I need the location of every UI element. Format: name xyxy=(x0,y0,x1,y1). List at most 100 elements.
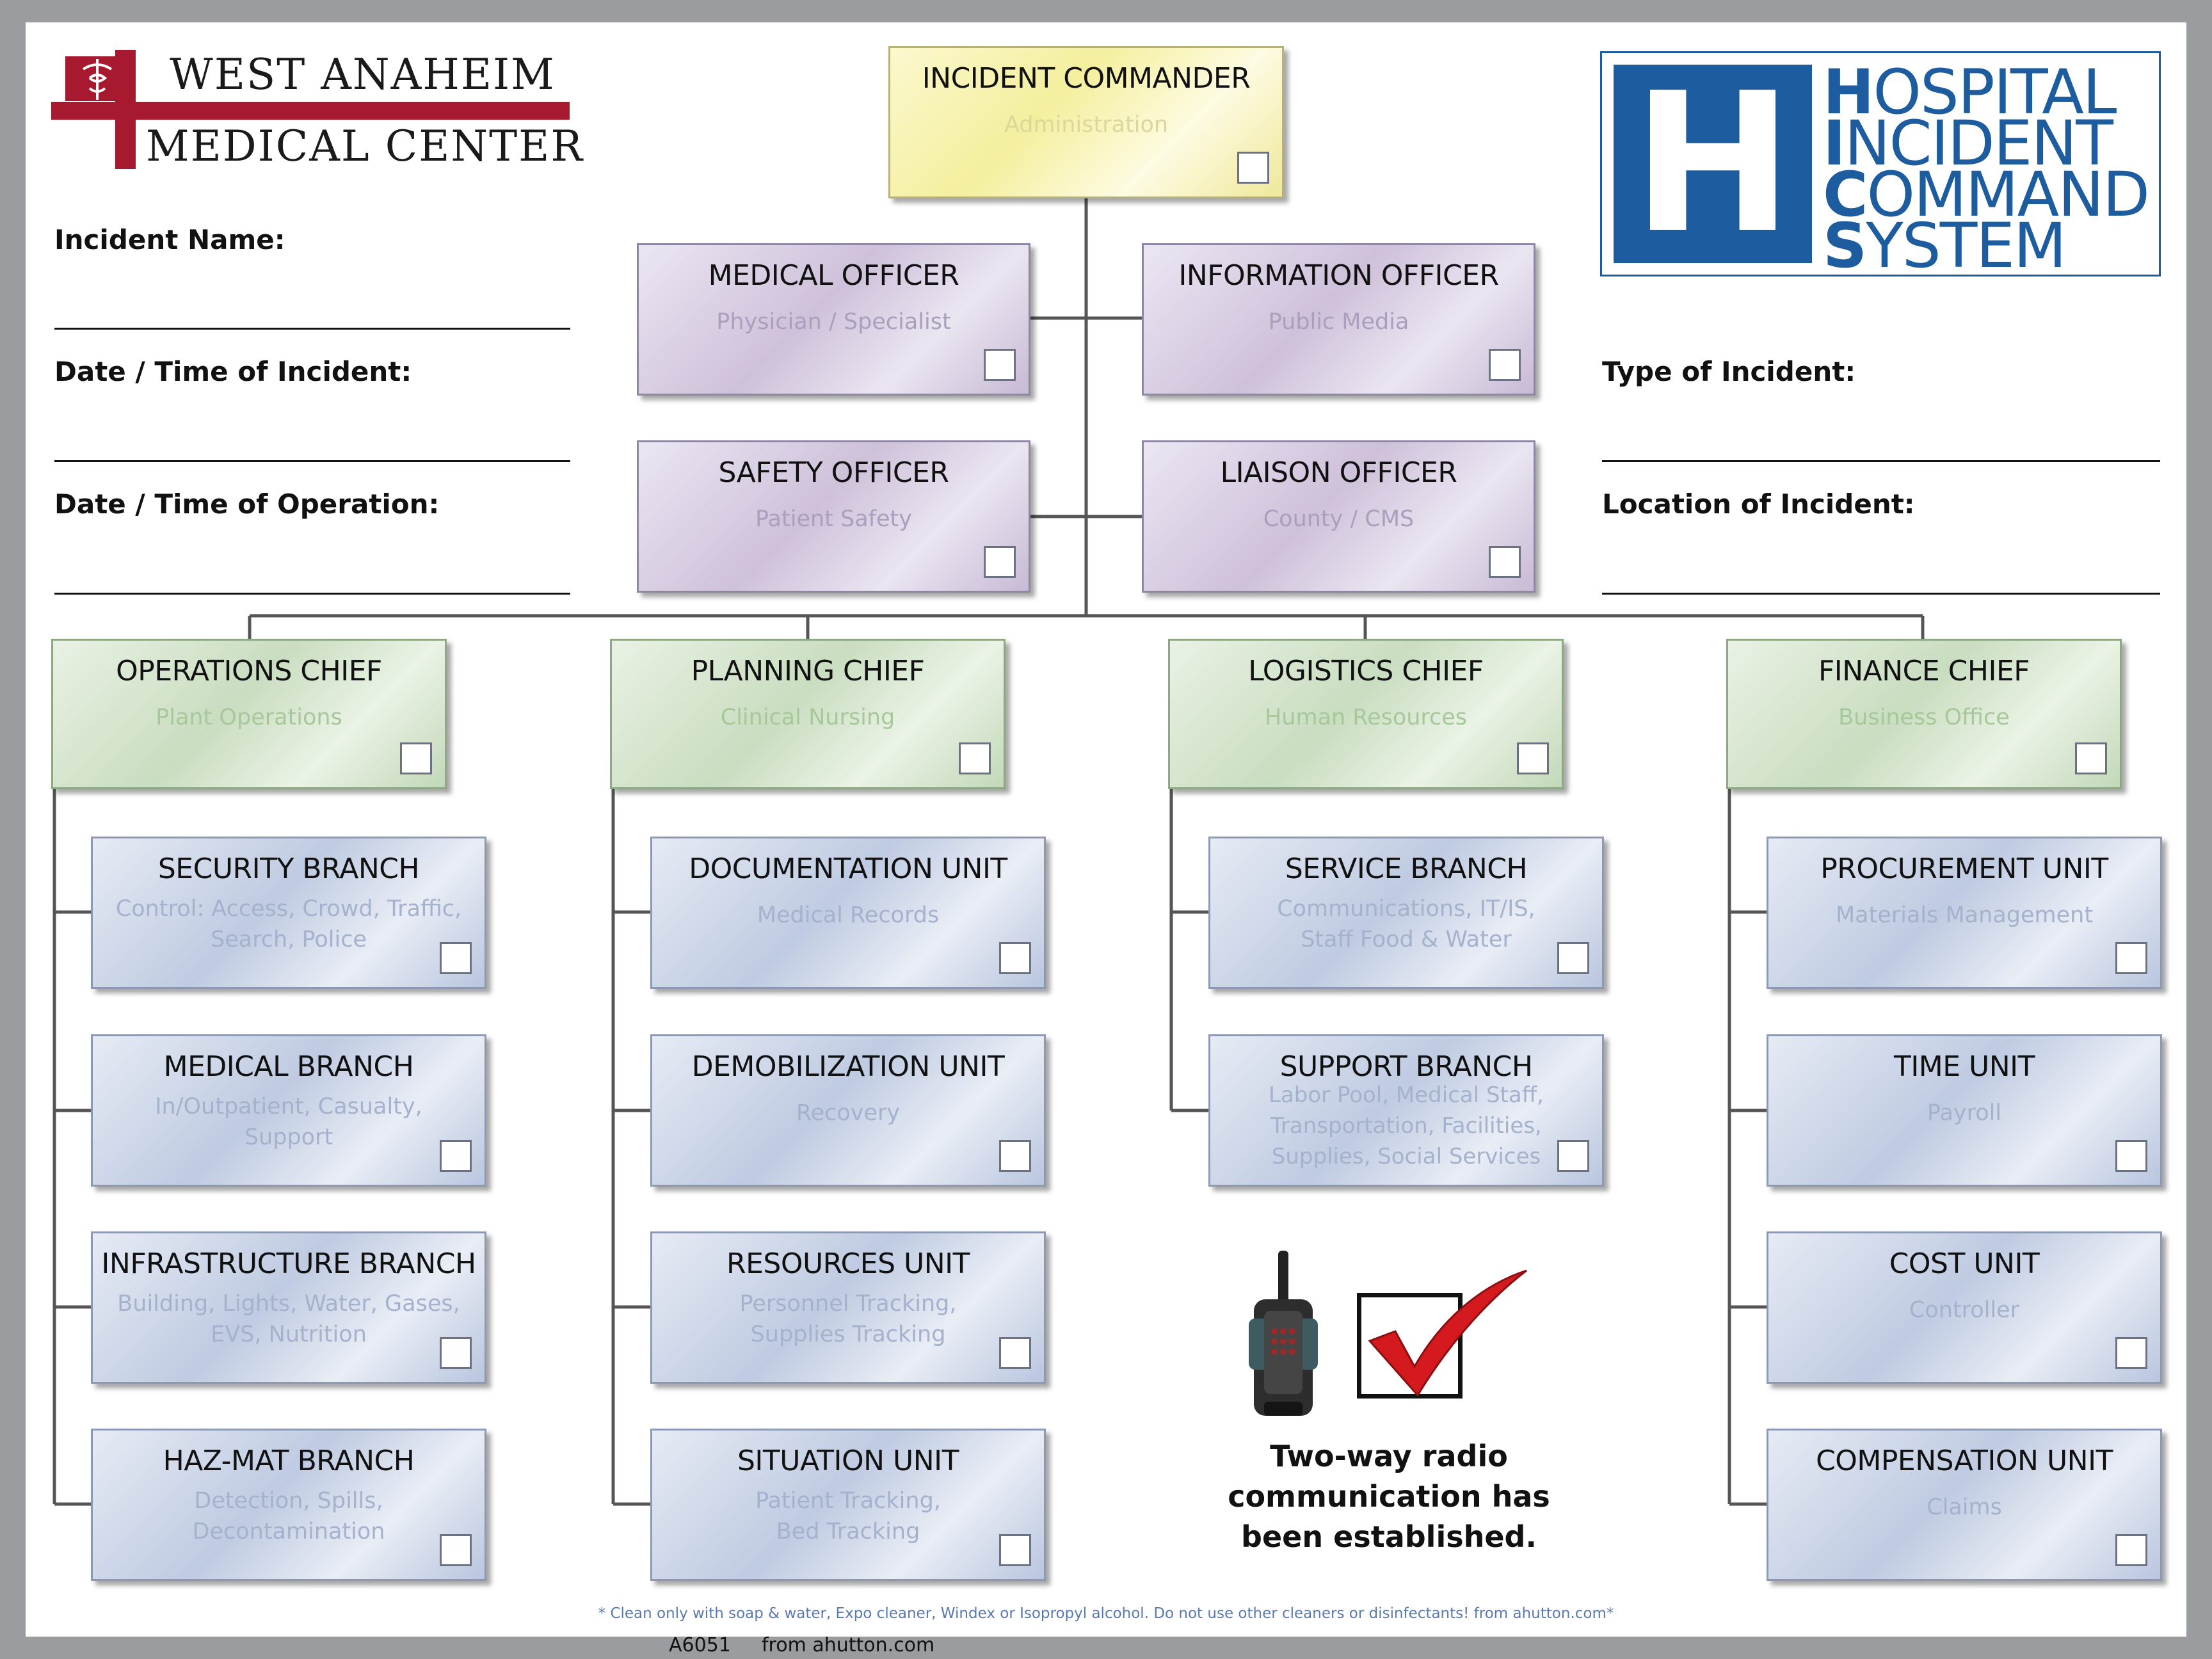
box-subtitle: In/Outpatient, Casualty, Support xyxy=(155,1094,422,1150)
box-subtitle: Medical Records xyxy=(757,902,940,928)
checkbox[interactable] xyxy=(440,1337,472,1369)
situation-unit-box: SITUATION UNIT Patient Tracking, Bed Tra… xyxy=(650,1429,1046,1581)
finance-chief-box: FINANCE CHIEF Business Office xyxy=(1726,639,2122,789)
checkbox[interactable] xyxy=(1237,152,1269,184)
box-subtitle: Clinical Nursing xyxy=(720,705,895,730)
box-title: SERVICE BRANCH xyxy=(1285,853,1528,885)
box-title: MEDICAL BRANCH xyxy=(163,1050,414,1083)
checkbox[interactable] xyxy=(999,1337,1031,1369)
box-subtitle: Recovery xyxy=(796,1100,901,1126)
checkbox[interactable] xyxy=(1557,942,1589,974)
box-title: PLANNING CHIEF xyxy=(691,655,925,687)
box-title: FINANCE CHIEF xyxy=(1818,655,2030,687)
operation-datetime-label: Date / Time of Operation: xyxy=(54,488,440,520)
compensation-unit-box: COMPENSATION UNIT Claims xyxy=(1767,1429,2162,1581)
hics-logo: H xyxy=(1600,51,2161,276)
box-subtitle: Patient Safety xyxy=(755,506,912,532)
source-credit: from ahutton.com xyxy=(762,1634,935,1656)
product-code: A6051 xyxy=(669,1634,731,1656)
hics-letter: H xyxy=(1632,52,1793,275)
org-name-line2: MEDICAL CENTER xyxy=(146,122,584,171)
incident-location-label: Location of Incident: xyxy=(1602,488,1915,520)
checkbox[interactable] xyxy=(2115,1140,2147,1172)
box-title: SAFETY OFFICER xyxy=(718,456,949,489)
incident-datetime-label: Date / Time of Incident: xyxy=(54,356,412,387)
infrastructure-branch-box: INFRASTRUCTURE BRANCH Building, Lights, … xyxy=(91,1231,486,1384)
org-name-line1: WEST ANAHEIM xyxy=(170,50,556,99)
safety-officer-box: SAFETY OFFICER Patient Safety xyxy=(637,440,1030,593)
box-title: INCIDENT COMMANDER xyxy=(922,62,1251,95)
checkbox[interactable] xyxy=(2075,742,2107,774)
box-title: RESOURCES UNIT xyxy=(726,1247,970,1280)
checkbox[interactable] xyxy=(959,742,991,774)
box-title: SECURITY BRANCH xyxy=(157,853,420,885)
checkbox[interactable] xyxy=(999,1534,1031,1566)
operation-datetime-line[interactable] xyxy=(54,593,570,595)
box-subtitle: Claims xyxy=(1927,1495,2002,1520)
medical-officer-box: MEDICAL OFFICER Physician / Specialist xyxy=(637,243,1030,396)
hics-word-4: SYSTEM xyxy=(1823,210,2067,282)
checkbox[interactable] xyxy=(2115,942,2147,974)
box-title: OPERATIONS CHIEF xyxy=(116,655,382,687)
checkbox[interactable] xyxy=(2115,1337,2147,1369)
incident-type-line[interactable] xyxy=(1602,460,2160,462)
box-subtitle: Building, Lights, Water, Gases, EVS, Nut… xyxy=(117,1291,460,1347)
haz-mat-branch-box: HAZ-MAT BRANCH Detection, Spills, Decont… xyxy=(91,1429,486,1581)
planning-chief-box: PLANNING CHIEF Clinical Nursing xyxy=(610,639,1006,789)
medical-cross-logo xyxy=(51,50,570,169)
box-title: MEDICAL OFFICER xyxy=(708,259,959,292)
box-subtitle: Plant Operations xyxy=(156,705,342,730)
checkbox[interactable] xyxy=(999,942,1031,974)
box-subtitle: County / CMS xyxy=(1263,506,1415,532)
box-title: DEMOBILIZATION UNIT xyxy=(691,1050,1005,1083)
box-title: LIAISON OFFICER xyxy=(1220,456,1457,489)
checkmark-icon xyxy=(1368,1269,1527,1397)
checkbox[interactable] xyxy=(999,1140,1031,1172)
box-subtitle: Business Office xyxy=(1838,705,2010,730)
incident-name-line[interactable] xyxy=(54,328,570,330)
box-title: PROCUREMENT UNIT xyxy=(1820,853,2108,885)
box-title: HAZ-MAT BRANCH xyxy=(163,1445,415,1477)
box-title: SITUATION UNIT xyxy=(737,1445,959,1477)
procurement-unit-box: PROCUREMENT UNIT Materials Management xyxy=(1767,837,2162,989)
walkie-talkie-icon xyxy=(1249,1251,1318,1416)
box-subtitle: Labor Pool, Medical Staff, Transportatio… xyxy=(1269,1082,1544,1169)
box-subtitle: Materials Management xyxy=(1835,902,2094,928)
checkbox[interactable] xyxy=(400,742,432,774)
logistics-chief-box: LOGISTICS CHIEF Human Resources xyxy=(1168,639,1564,789)
demobilization-unit-box: DEMOBILIZATION UNIT Recovery xyxy=(650,1034,1046,1187)
hics-letter-block: H xyxy=(1614,65,1812,263)
checkbox[interactable] xyxy=(2115,1534,2147,1566)
box-title: INFORMATION OFFICER xyxy=(1178,259,1499,292)
incident-type-label: Type of Incident: xyxy=(1602,356,1856,387)
checkbox[interactable] xyxy=(1557,1140,1589,1172)
checkbox[interactable] xyxy=(984,546,1016,578)
resources-unit-box: RESOURCES UNIT Personnel Tracking, Suppl… xyxy=(650,1231,1046,1384)
incident-location-line[interactable] xyxy=(1602,593,2160,595)
checkbox[interactable] xyxy=(1489,349,1521,381)
box-subtitle: Controller xyxy=(1909,1297,2020,1323)
security-branch-box: SECURITY BRANCH Control: Access, Crowd, … xyxy=(91,837,486,989)
box-title: COST UNIT xyxy=(1889,1247,2040,1280)
checkbox[interactable] xyxy=(1489,546,1521,578)
time-unit-box: TIME UNIT Payroll xyxy=(1767,1034,2162,1187)
checkbox[interactable] xyxy=(440,942,472,974)
box-subtitle: Patient Tracking, Bed Tracking xyxy=(755,1488,941,1544)
checkbox[interactable] xyxy=(440,1140,472,1172)
box-subtitle: Human Resources xyxy=(1264,705,1468,730)
medical-branch-box: MEDICAL BRANCH In/Outpatient, Casualty, … xyxy=(91,1034,486,1187)
checkbox[interactable] xyxy=(984,349,1016,381)
box-subtitle: Control: Access, Crowd, Traffic, Search,… xyxy=(115,896,462,952)
box-title: INFRASTRUCTURE BRANCH xyxy=(101,1247,476,1280)
incident-name-label: Incident Name: xyxy=(54,224,285,255)
incident-commander-box: INCIDENT COMMANDER Administration xyxy=(888,46,1284,198)
checkbox[interactable] xyxy=(440,1534,472,1566)
hics-word-1: HOSPITAL xyxy=(1823,56,2117,128)
documentation-unit-box: DOCUMENTATION UNIT Medical Records xyxy=(650,837,1046,989)
incident-datetime-line[interactable] xyxy=(54,460,570,462)
box-title: DOCUMENTATION UNIT xyxy=(689,853,1007,885)
checkbox[interactable] xyxy=(1517,742,1549,774)
box-title: LOGISTICS CHIEF xyxy=(1248,655,1484,687)
operations-chief-box: OPERATIONS CHIEF Plant Operations xyxy=(51,639,447,789)
box-subtitle: Public Media xyxy=(1268,309,1409,335)
